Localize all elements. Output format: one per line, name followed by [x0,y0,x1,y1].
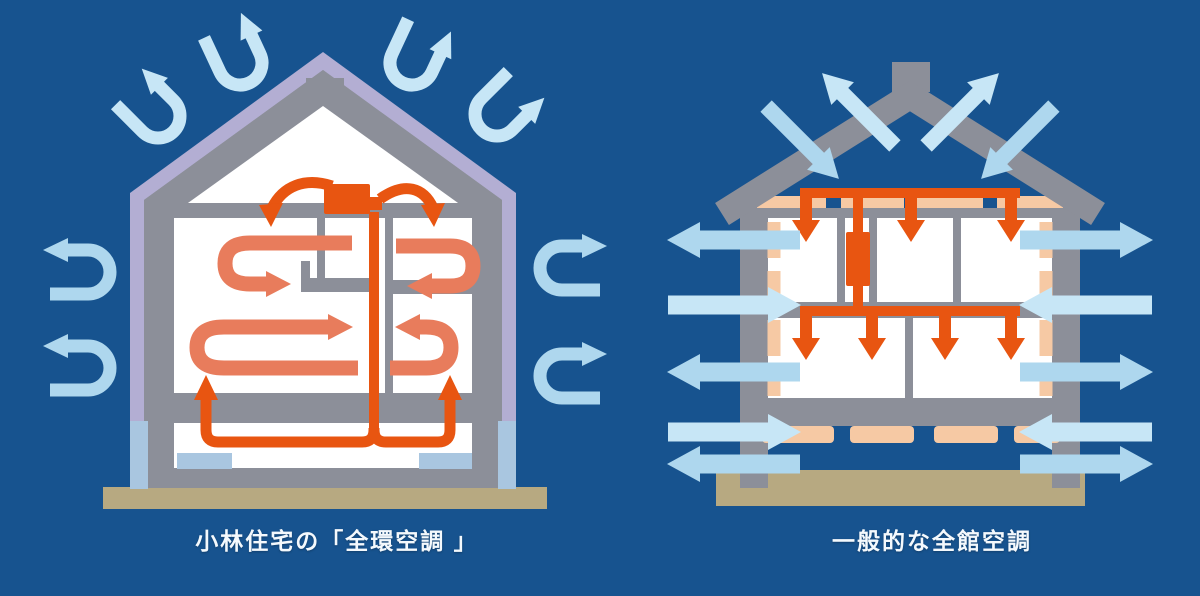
reflect-arrow-roof-2 [201,8,280,92]
ground-right [716,470,1085,506]
attic-floor [174,203,472,218]
divider-closet-right [869,218,877,302]
reflect-arrow-wall-left-2 [43,334,110,390]
reflect-arrow-roof-3 [383,13,462,97]
crawlspace-block-right [419,453,472,469]
chimney-left [306,78,344,100]
divider-closet-left [837,218,845,302]
supply-arc-right-head [421,203,445,227]
foundation-insulation-left [130,421,148,489]
circulation-upper-left-head [266,271,291,297]
unit-feed-top [853,196,863,234]
foundation-insulation-right [498,421,516,489]
ducted-supply-system [792,188,1025,360]
house-kobayashi [43,8,607,509]
crawlspace-block-left [177,453,232,469]
unit-feed-bottom [853,286,863,310]
circulation-upper-right-head [407,273,432,299]
mid-floor-left [301,278,369,292]
floor-insulation-tabs [762,426,1060,443]
reflect-arrow-wall-right-1 [540,234,607,290]
circulation-lower-right [390,319,459,376]
lower-duct [800,306,1020,316]
central-duct [369,212,379,436]
underfloor-vent-left-head [194,375,218,400]
reflect-arrow-wall-right-2 [540,342,607,398]
upper-room-divider [317,218,325,284]
ceiling-gap-1 [826,196,841,208]
ac-unit-connector [370,197,382,210]
ac-unit-conventional [846,232,870,286]
reflect-arrow-wall-left-1 [43,238,110,294]
house-conventional [667,62,1153,506]
foundation-base [144,468,502,488]
circulation-lower-left-head [328,314,353,340]
divider-upper [953,218,961,302]
landing-lip [301,261,310,292]
bottom-floor [740,398,1080,426]
duct-chase-wall [385,218,393,393]
label-kobayashi-system: 小林住宅の「全環空調 」 [195,528,479,554]
circulation-upper-left [217,235,352,292]
supply-arc-right [376,183,439,211]
floor-tab-3 [934,426,998,443]
roof-right [715,80,1105,226]
circulation-lower-right-head [395,314,420,340]
supply-arc-left-head [259,203,283,227]
reflect-arrow-roof-1 [111,60,198,147]
underfloor-vent-right-head [438,375,462,400]
circulation-lower-left [189,319,358,376]
floor-tab-2 [850,426,914,443]
circulation-upper-right [396,238,481,294]
supply-arc-left [267,177,334,211]
divider-lower [905,318,913,398]
air-handling-system [194,177,462,448]
circulation-arrows [189,235,481,376]
ceiling-gap-3 [983,196,997,208]
ac-unit [324,184,370,214]
upper-duct [800,188,1020,198]
underfloor-duct-right [368,398,456,448]
ground-left [103,487,547,509]
reflect-arrow-roof-4 [466,67,553,154]
label-conventional-system: 一般的な全館空調 [832,528,1032,554]
